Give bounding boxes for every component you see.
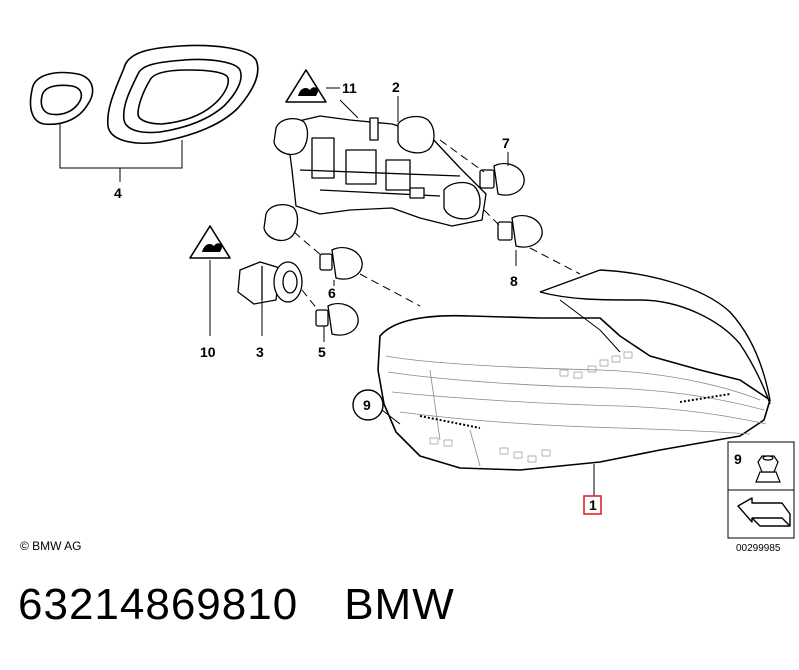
leader-4 [59,124,183,182]
warning-triangle-icon [285,69,327,103]
callout-9[interactable]: 9 [363,397,371,413]
callout-1[interactable]: 1 [589,497,597,513]
callout-10[interactable]: 10 [200,344,216,360]
warning-triangle-icon [189,225,231,259]
legend-box: 9 [727,441,795,539]
part-number: 63214869810 [18,580,299,629]
bulb-5 [315,303,359,336]
legend-callout-9: 9 [734,451,742,467]
callout-2[interactable]: 2 [392,79,400,95]
bulb-8 [497,215,543,248]
callout-8[interactable]: 8 [510,273,518,289]
brand-name: BMW [344,580,455,629]
bulb-socket [237,261,303,305]
callout-circle-9 [352,389,384,421]
document-number: 00299985 [736,543,781,554]
leader-11b [339,99,359,119]
gasket-group [29,44,259,145]
caption-line: 63214869810 BMW [18,580,455,630]
small-gasket [29,71,94,126]
bulb-6 [319,247,363,280]
callout-6[interactable]: 6 [328,285,336,301]
rear-light-housing [377,269,771,471]
callout-5[interactable]: 5 [318,344,326,360]
callout-4[interactable]: 4 [114,185,122,201]
callout-7[interactable]: 7 [502,135,510,151]
callout-11[interactable]: 11 [342,80,357,96]
copyright-text: © BMW AG [20,539,82,553]
bulb-carrier [263,115,487,242]
leader-9 [381,409,401,425]
callout-3[interactable]: 3 [256,344,264,360]
bulb-7 [479,163,525,196]
clip-nut-icon [755,455,781,483]
highlight-box-1 [583,495,602,515]
arrow-icon [737,497,791,527]
large-gasket [106,44,259,145]
